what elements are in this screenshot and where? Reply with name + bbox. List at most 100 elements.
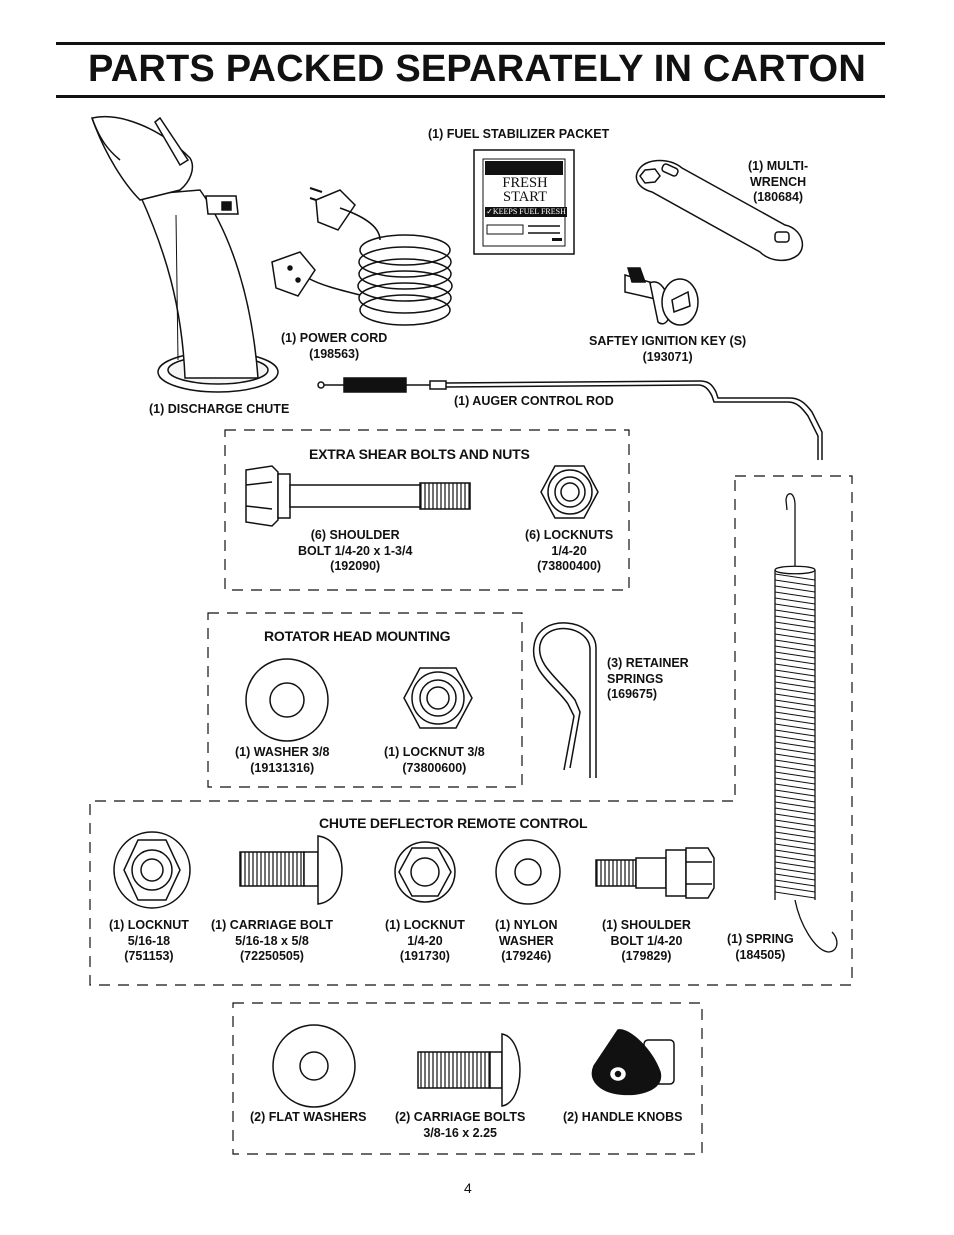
rotator-locknut-line-2: (73800600) — [402, 760, 467, 775]
deflector-item-4-line-1: (1) NYLON — [495, 918, 558, 932]
deflector-item-1-line-3: (751153) — [124, 949, 174, 963]
auger-control-rod-drawing — [317, 377, 823, 460]
shoulder-bolt-label: (6) SHOULDER BOLT 1/4-20 x 1-3/4 (192090… — [298, 528, 412, 575]
packet-line-1: FRESH — [502, 175, 548, 191]
discharge-chute-label: (1) DISCHARGE CHUTE — [149, 402, 289, 418]
ignition-key-line-2: (193071) — [642, 349, 693, 364]
deflector-item-5-line-1: (1) SHOULDER — [602, 918, 691, 932]
shear-locknuts-line-3: (73800400) — [537, 559, 602, 573]
rotator-locknut-drawing — [403, 667, 473, 729]
nylon-washer-drawing — [495, 839, 561, 905]
deflector-item-label-2: (1) CARRIAGE BOLT 5/16-18 x 5/8 (7225050… — [211, 918, 333, 965]
deflector-item-3-line-3: (191730) — [399, 949, 450, 963]
packet-line-2: START — [503, 189, 547, 205]
multi-wrench-line-3: (180684) — [753, 190, 804, 204]
fuel-stabilizer-packet-drawing — [473, 149, 575, 255]
ignition-key-line-1: SAFTEY IGNITION KEY (S) — [589, 334, 747, 348]
retainer-springs-line-3: (169675) — [607, 687, 658, 701]
shear-locknuts-label: (6) LOCKNUTS 1/4-20 (73800400) — [525, 528, 613, 575]
deflector-carriage-bolt-drawing — [239, 835, 343, 905]
multi-wrench-drawing — [635, 159, 804, 261]
power-cord-line-1: (1) POWER CORD — [281, 331, 388, 345]
deflector-item-label-1: (1) LOCKNUT 5/16-18 (751153) — [109, 918, 189, 965]
deflector-locknut-1-4-drawing — [394, 841, 456, 903]
rotator-locknut-line-1: (1) LOCKNUT 3/8 — [384, 745, 485, 759]
retainer-springs-label: (3) RETAINER SPRINGS (169675) — [607, 656, 689, 703]
shoulder-bolt-line-1: (6) SHOULDER — [310, 528, 400, 542]
shoulder-bolt-drawing — [245, 465, 471, 527]
shear-locknuts-line-1: (6) LOCKNUTS — [525, 528, 614, 542]
deflector-shoulder-bolt-drawing — [595, 847, 715, 899]
auger-control-rod-label: (1) AUGER CONTROL ROD — [454, 394, 614, 410]
deflector-item-4-line-2: WASHER — [498, 933, 554, 948]
deflector-item-label-4: (1) NYLON WASHER (179246) — [495, 918, 558, 965]
handle-knobs-line-1: (2) HANDLE KNOBS — [563, 1110, 683, 1124]
power-cord-drawing — [271, 187, 453, 326]
multi-wrench-line-2: WRENCH — [749, 174, 807, 189]
bottom-carriage-bolts-line-1: (2) CARRIAGE BOLTS — [395, 1110, 526, 1124]
ignition-key-drawing — [624, 267, 699, 326]
ignition-key-label: SAFTEY IGNITION KEY (S) (193071) — [589, 334, 746, 365]
deflector-item-label-5: (1) SHOULDER BOLT 1/4-20 (179829) — [602, 918, 691, 965]
spring-line-2: (184505) — [735, 947, 786, 962]
packet-tagline: ✓KEEPS FUEL FRESH — [486, 207, 566, 216]
handle-knobs-label: (2) HANDLE KNOBS — [563, 1110, 682, 1126]
deflector-item-2-line-3: (72250505) — [240, 949, 304, 963]
bottom-title-rule — [56, 95, 885, 98]
deflector-item-3-line-2: 1/4-20 — [407, 933, 443, 948]
deflector-item-4-line-3: (179246) — [501, 949, 552, 963]
flat-washer-drawing — [272, 1024, 356, 1108]
rotator-locknut-label: (1) LOCKNUT 3/8 (73800600) — [384, 745, 485, 776]
chute-deflector-section-box — [89, 475, 853, 986]
retainer-springs-line-1: (3) RETAINER — [607, 656, 689, 670]
power-cord-label: (1) POWER CORD (198563) — [281, 331, 387, 362]
page-title: PARTS PACKED SEPARATELY IN CARTON — [88, 48, 866, 90]
fuel-stabilizer-label: (1) FUEL STABILIZER PACKET — [428, 127, 609, 143]
shear-section-box — [224, 429, 630, 591]
deflector-item-5-line-3: (179829) — [621, 949, 672, 963]
chute-deflector-section-title: CHUTE DEFLECTOR REMOTE CONTROL — [319, 815, 588, 831]
deflector-item-3-line-1: (1) LOCKNUT — [385, 918, 465, 932]
handle-knob-drawing — [591, 1029, 675, 1096]
spring-label: (1) SPRING (184505) — [727, 932, 794, 963]
top-rule — [56, 42, 885, 45]
bottom-section-box — [232, 1002, 703, 1155]
shear-locknuts-line-2: 1/4-20 — [551, 543, 587, 558]
shear-locknut-drawing — [540, 465, 599, 519]
flat-washers-line-1: (2) FLAT WASHERS — [250, 1110, 367, 1124]
fuel-stabilizer-label-line-1: (1) FUEL STABILIZER PACKET — [428, 127, 610, 141]
deflector-item-1-line-1: (1) LOCKNUT — [109, 918, 189, 932]
discharge-chute-drawing — [91, 116, 279, 393]
bottom-carriage-bolts-line-2: 3/8-16 x 2.25 — [423, 1125, 497, 1140]
shear-section-title: EXTRA SHEAR BOLTS AND NUTS — [309, 446, 530, 462]
deflector-item-1-line-2: 5/16-18 — [127, 933, 171, 948]
extension-spring-drawing — [774, 493, 838, 953]
fresh-start-logo: FRESH START — [486, 175, 564, 205]
deflector-item-2-line-2: 5/16-18 x 5/8 — [235, 933, 309, 948]
bottom-carriage-bolts-label: (2) CARRIAGE BOLTS 3/8-16 x 2.25 — [395, 1110, 525, 1141]
shoulder-bolt-line-2: BOLT 1/4-20 x 1-3/4 — [298, 543, 413, 558]
multi-wrench-label: (1) MULTI- WRENCH (180684) — [748, 159, 808, 206]
deflector-item-2-line-1: (1) CARRIAGE BOLT — [211, 918, 333, 932]
rotator-washer-line-2: (19131316) — [250, 760, 315, 775]
discharge-chute-line-1: (1) DISCHARGE CHUTE — [149, 402, 290, 416]
power-cord-line-2: (198563) — [309, 346, 360, 361]
bottom-carriage-bolt-drawing — [417, 1033, 521, 1107]
deflector-locknut-5-16-drawing — [113, 831, 191, 909]
page-number: 4 — [464, 1180, 472, 1196]
deflector-item-label-3: (1) LOCKNUT 1/4-20 (191730) — [385, 918, 465, 965]
retainer-spring-drawing — [532, 622, 597, 778]
auger-control-rod-line-1: (1) AUGER CONTROL ROD — [454, 394, 614, 408]
retainer-springs-line-2: SPRINGS — [607, 671, 664, 686]
flat-washers-label: (2) FLAT WASHERS — [250, 1110, 366, 1126]
rotator-washer-drawing — [245, 658, 329, 742]
rotator-washer-line-1: (1) WASHER 3/8 — [235, 745, 330, 759]
deflector-item-5-line-2: BOLT 1/4-20 — [610, 933, 683, 948]
multi-wrench-line-1: (1) MULTI- — [748, 159, 809, 173]
rotator-section-box — [207, 612, 523, 788]
rotator-section-title: ROTATOR HEAD MOUNTING — [264, 628, 451, 644]
spring-line-1: (1) SPRING — [727, 932, 794, 946]
rotator-washer-label: (1) WASHER 3/8 (19131316) — [235, 745, 329, 776]
shoulder-bolt-line-3: (192090) — [330, 559, 381, 573]
